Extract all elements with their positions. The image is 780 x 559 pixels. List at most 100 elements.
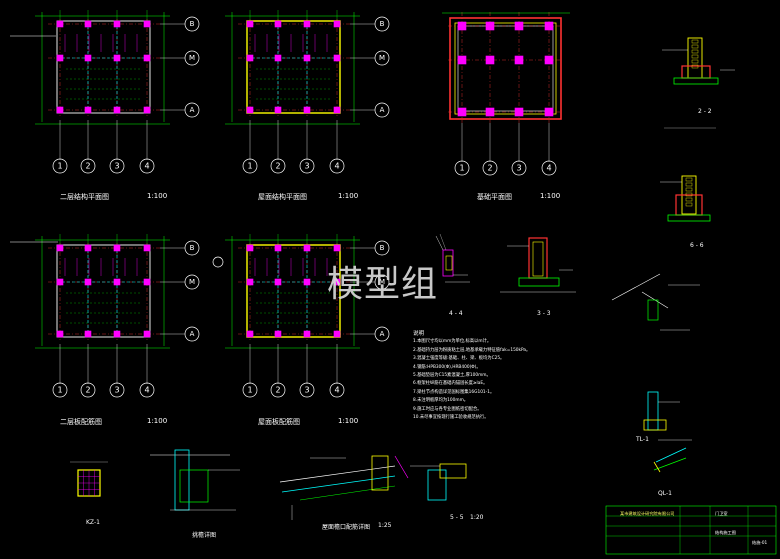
column-mark <box>274 54 282 62</box>
axis-bubble <box>242 158 258 174</box>
footing-pad <box>673 77 719 85</box>
note-line: 2.基础持力层为粉质粘土层,地基承载力特征值fak=150kPa。 <box>413 347 531 353</box>
plan-title-3: 基础平面图 <box>477 193 512 201</box>
detail-line <box>611 273 661 301</box>
column-mark <box>303 330 311 338</box>
beam-detail-label: 屋面檐口配筋详图 <box>322 524 371 531</box>
axis-bubble <box>329 158 345 174</box>
leader-line <box>439 233 447 251</box>
column-mark <box>84 244 92 252</box>
section-2-2-label: 2 - 2 <box>698 108 712 115</box>
plan-scale-1: 1:100 <box>147 192 168 200</box>
column-mark <box>113 20 121 28</box>
axis-label: B <box>190 20 195 28</box>
column-mark <box>274 244 282 252</box>
detail-section <box>427 469 447 501</box>
axis-label: 1 <box>247 162 252 171</box>
axis-bubble <box>299 382 315 398</box>
titleblock-outline <box>605 505 777 555</box>
axis-bubble <box>109 158 125 174</box>
column-mark <box>246 244 254 252</box>
axis-bubble <box>109 382 125 398</box>
column-mark <box>56 330 64 338</box>
column-mark <box>113 330 121 338</box>
beam-line <box>281 475 396 493</box>
titleblock-project: 门卫室 <box>715 511 728 516</box>
axis-bubble <box>374 50 390 66</box>
axis-label: 2 <box>85 386 90 395</box>
axis-bubble <box>184 16 200 32</box>
column-mark <box>246 54 254 62</box>
titleblock-drawing-name: 结构施工图 <box>715 530 736 535</box>
axis-bubble <box>80 158 96 174</box>
column-mark <box>113 244 121 252</box>
axis-label: A <box>190 330 195 338</box>
column-mark <box>84 330 92 338</box>
axis-label: A <box>190 106 195 114</box>
axis-bubble <box>374 274 390 290</box>
axis-bubble <box>184 274 200 290</box>
axis-label: A <box>380 106 385 114</box>
general-notes: 说明 1.本图尺寸均以mm为单位,标高以m计。 2.基础持力层为粉质粘土层,地基… <box>413 330 618 422</box>
axis-bubble <box>270 382 286 398</box>
rebar-tie <box>685 202 693 207</box>
axis-label: 4 <box>334 162 339 171</box>
axis-label: 4 <box>546 164 551 173</box>
rebar-tie <box>691 64 699 69</box>
watermark: 模型组 <box>327 264 439 305</box>
axis-bubble <box>374 102 390 118</box>
column-mark <box>333 106 341 114</box>
axis-bubble <box>139 158 155 174</box>
axis-label: 2 <box>85 162 90 171</box>
detail-core <box>445 255 453 271</box>
detail-line <box>655 447 687 463</box>
column-mark <box>84 20 92 28</box>
column-mark <box>246 278 254 286</box>
rebar-tie <box>685 177 693 182</box>
column-mark <box>143 54 151 62</box>
axis-bubble <box>374 16 390 32</box>
detail-section <box>179 469 209 503</box>
footing-mark <box>485 55 495 65</box>
footing-mark <box>514 55 524 65</box>
notes-title: 说明 <box>413 331 425 337</box>
column-mark <box>143 330 151 338</box>
axis-bubble <box>184 50 200 66</box>
detail-section <box>647 299 659 321</box>
axis-bubble <box>270 158 286 174</box>
kz1-label: KZ-1 <box>86 519 100 526</box>
column-mark <box>56 54 64 62</box>
detail-section <box>647 391 659 431</box>
detail-section <box>174 449 190 511</box>
section-5-5-label: 5 - 5 <box>450 514 464 521</box>
note-line: 8.未注明板厚均为100mm。 <box>413 398 469 404</box>
axis-bubble <box>541 160 557 176</box>
ql1-label: QL-1 <box>658 490 672 497</box>
beam-outline <box>56 244 151 338</box>
axis-label: A <box>380 330 385 338</box>
column-mark <box>113 54 121 62</box>
footing-mark <box>457 21 467 31</box>
footing-mark <box>485 107 495 117</box>
axis-bubble <box>374 326 390 342</box>
rebar-tie <box>685 197 693 202</box>
axis-label: M <box>189 278 195 286</box>
axis-label: B <box>380 20 385 28</box>
footing-mark <box>514 21 524 31</box>
axis-label: 3 <box>516 164 521 173</box>
column-mark <box>333 244 341 252</box>
axis-label: 2 <box>275 162 280 171</box>
foundation-outline <box>449 17 562 120</box>
column-mark <box>56 106 64 114</box>
footing-mark <box>457 55 467 65</box>
rebar-tie <box>691 54 699 59</box>
column-core <box>532 241 544 277</box>
section-6-6-label: 6 - 6 <box>690 242 704 249</box>
footing-mark <box>544 55 554 65</box>
axis-bubble <box>139 382 155 398</box>
plan-title-4: 二层板配筋图 <box>60 418 102 426</box>
axis-bubble <box>329 382 345 398</box>
footing-mark <box>485 21 495 31</box>
column-mark <box>56 278 64 286</box>
